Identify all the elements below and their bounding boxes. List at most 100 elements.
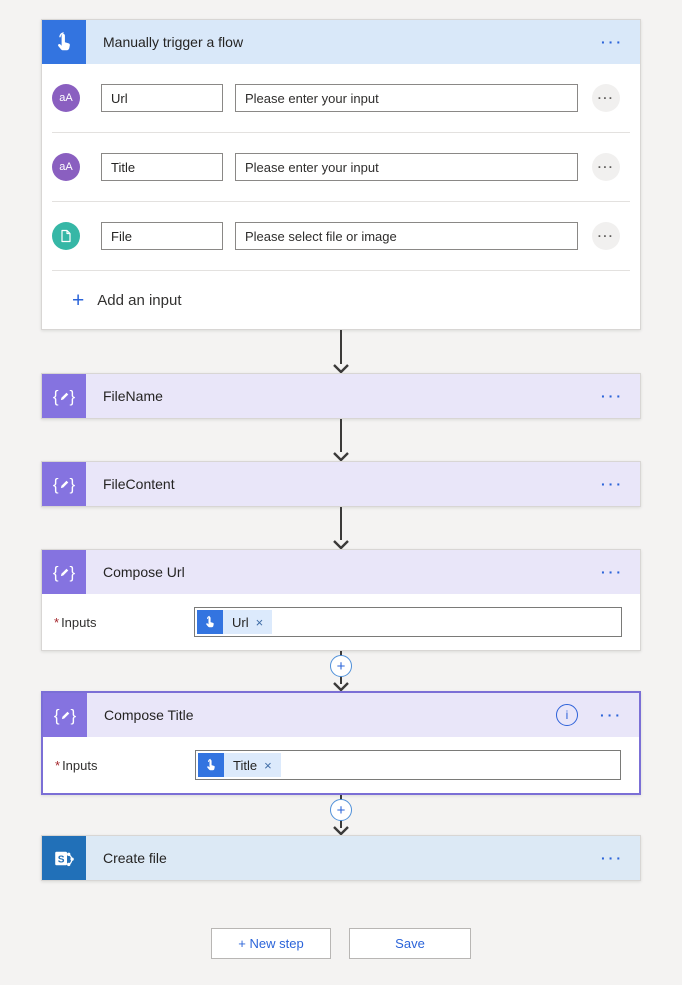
row-divider [52, 201, 630, 202]
braces-pencil-icon: { } [52, 562, 76, 582]
aa-glyph: aA [59, 161, 73, 173]
title-value-input[interactable] [235, 153, 578, 181]
connector-arrow [333, 507, 349, 549]
url-token-label-area: Url × [223, 610, 273, 634]
title-token-label-area: Title × [224, 753, 281, 777]
compose-url-title: Compose Url [103, 564, 185, 580]
compose-url-menu-button[interactable]: ··· [601, 564, 624, 580]
designer-footer: + New step Save [41, 928, 641, 959]
manual-trigger-token-icon [198, 753, 224, 777]
action-card-create-file: S Create file ··· [41, 835, 641, 881]
row-divider [52, 270, 630, 271]
braces-pencil-icon: { } [52, 386, 76, 406]
compose-title-title: Compose Title [104, 707, 194, 723]
filecontent-card-header[interactable]: { } FileContent ··· [42, 462, 640, 506]
file-row-menu-button[interactable]: ··· [592, 222, 620, 250]
compose-title-header-bar[interactable]: Compose Title i ··· [87, 693, 639, 737]
compose-title-card-header[interactable]: { } Compose Title i ··· [43, 693, 639, 737]
insert-step-connector: + [329, 651, 353, 691]
compose-title-menu-button[interactable]: ··· [600, 707, 623, 723]
compose-url-header-bar[interactable]: Compose Url ··· [86, 550, 640, 594]
filename-header-bar[interactable]: FileName ··· [86, 374, 640, 418]
manual-trigger-token-icon [197, 610, 223, 634]
remove-token-icon[interactable]: × [255, 614, 264, 630]
aa-glyph: aA [59, 92, 73, 104]
title-label-input[interactable] [101, 153, 223, 181]
flow-column: Manually trigger a flow ··· aA ··· aA [41, 0, 641, 959]
url-value-input[interactable] [235, 84, 578, 112]
filename-title: FileName [103, 388, 163, 404]
filecontent-title: FileContent [103, 476, 175, 492]
file-value-input[interactable] [235, 222, 578, 250]
url-token-chip[interactable]: Url × [197, 610, 273, 634]
arrowhead-icon [333, 364, 349, 373]
sharepoint-logo-icon: S [54, 851, 74, 866]
action-card-compose-url: { } Compose Url ··· *Inputs [41, 549, 641, 651]
save-button[interactable]: Save [349, 928, 471, 959]
arrowhead-icon [333, 682, 349, 691]
title-token-text: Title [233, 757, 258, 773]
arrowhead-icon [333, 540, 349, 549]
filecontent-menu-button[interactable]: ··· [601, 476, 624, 492]
trigger-header-bar[interactable]: Manually trigger a flow ··· [86, 20, 640, 64]
add-input-label: Add an input [97, 291, 182, 309]
arrowhead-icon [333, 826, 349, 835]
file-input-badge-icon [52, 222, 80, 250]
connector-arrow [333, 419, 349, 461]
compose-url-body: *Inputs Url × [42, 594, 640, 650]
create-file-menu-button[interactable]: ··· [601, 850, 624, 866]
arrowhead-icon [333, 452, 349, 461]
inputs-label-text: Inputs [62, 757, 98, 773]
compose-url-inputs-field[interactable]: Url × [194, 607, 622, 637]
info-icon[interactable]: i [556, 704, 578, 726]
action-card-filename: { } FileName ··· [41, 373, 641, 419]
add-an-input-button[interactable]: + Add an input [42, 271, 640, 329]
inputs-field-label: *Inputs [54, 615, 194, 630]
filecontent-header-bar[interactable]: FileContent ··· [86, 462, 640, 506]
trigger-card: Manually trigger a flow ··· aA ··· aA [41, 19, 641, 330]
svg-text:S: S [57, 854, 64, 865]
create-file-header-bar[interactable]: Create file ··· [86, 836, 640, 880]
filename-card-header[interactable]: { } FileName ··· [42, 374, 640, 418]
action-card-filecontent: { } FileContent ··· [41, 461, 641, 507]
plus-icon: + [72, 288, 85, 312]
trigger-menu-button[interactable]: ··· [601, 34, 624, 50]
braces-pencil-icon: { } [52, 474, 76, 494]
document-icon [61, 229, 71, 243]
text-input-badge-icon: aA [52, 84, 80, 112]
required-asterisk: * [55, 757, 61, 773]
insert-step-button[interactable]: + [330, 655, 352, 677]
text-input-badge-icon: aA [52, 153, 80, 181]
action-card-compose-title: { } Compose Title i ··· *Inputs [41, 691, 641, 795]
manual-trigger-icon [42, 20, 86, 64]
title-token-chip[interactable]: Title × [198, 753, 281, 777]
connector-arrow [333, 330, 349, 373]
inputs-label-text: Inputs [61, 614, 97, 630]
required-asterisk: * [54, 614, 60, 630]
hand-tap-icon [58, 32, 70, 51]
remove-token-icon[interactable]: × [264, 757, 272, 773]
title-row-menu-button[interactable]: ··· [592, 153, 620, 181]
file-label-input[interactable] [101, 222, 223, 250]
trigger-card-header[interactable]: Manually trigger a flow ··· [42, 20, 640, 64]
compose-url-card-header[interactable]: { } Compose Url ··· [42, 550, 640, 594]
compose-title-inputs-field[interactable]: Title × [195, 750, 621, 780]
braces-pencil-icon: { } [53, 705, 77, 725]
compose-icon: { } [43, 693, 87, 737]
url-token-text: Url [232, 614, 249, 630]
new-step-button[interactable]: + New step [211, 928, 331, 959]
trigger-input-row-file: ··· [42, 202, 640, 270]
url-row-menu-button[interactable]: ··· [592, 84, 620, 112]
inputs-field-label: *Inputs [55, 758, 195, 773]
compose-icon: { } [42, 374, 86, 418]
create-file-title: Create file [103, 850, 167, 866]
insert-step-button[interactable]: + [330, 799, 352, 821]
compose-icon: { } [42, 462, 86, 506]
row-divider [52, 132, 630, 133]
compose-title-body: *Inputs Title × [43, 737, 639, 793]
sharepoint-icon: S [42, 836, 86, 880]
create-file-card-header[interactable]: S Create file ··· [42, 836, 640, 880]
filename-menu-button[interactable]: ··· [601, 388, 624, 404]
url-label-input[interactable] [101, 84, 223, 112]
compose-icon: { } [42, 550, 86, 594]
